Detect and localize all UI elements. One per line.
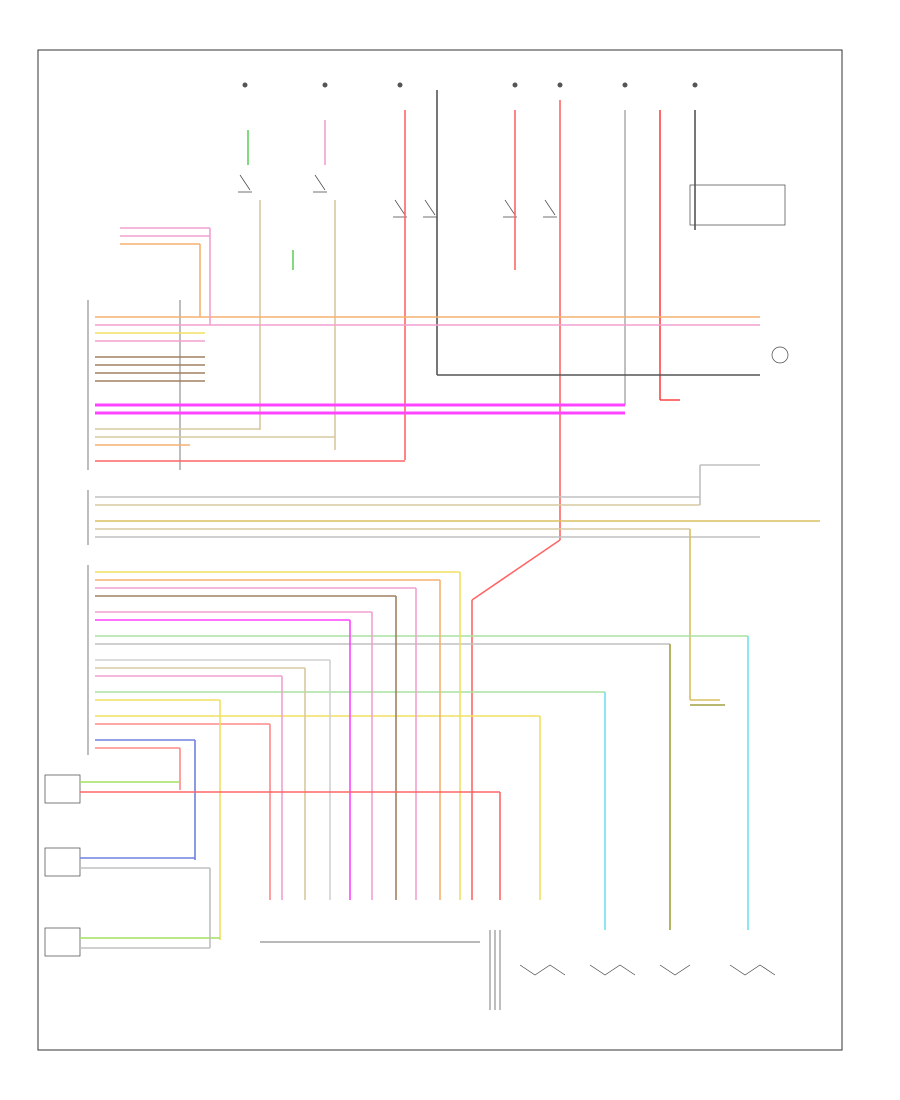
switch-symbols [238, 174, 789, 364]
sensor-top-left-wires [120, 227, 211, 325]
diagram-frame [37, 49, 843, 1051]
vertical-wires [247, 90, 696, 900]
transmission-verticals [179, 572, 749, 940]
bottom-left-sensors [44, 774, 501, 957]
pcm-upper-wires [95, 316, 760, 462]
transmission-connector [260, 930, 776, 1010]
pcm-lower-wires [95, 571, 748, 749]
wire-red-4 [471, 539, 561, 601]
pcm-middle-wires [95, 464, 820, 701]
top-power-symbols [242, 82, 698, 88]
pcm-connector-block [87, 300, 181, 755]
